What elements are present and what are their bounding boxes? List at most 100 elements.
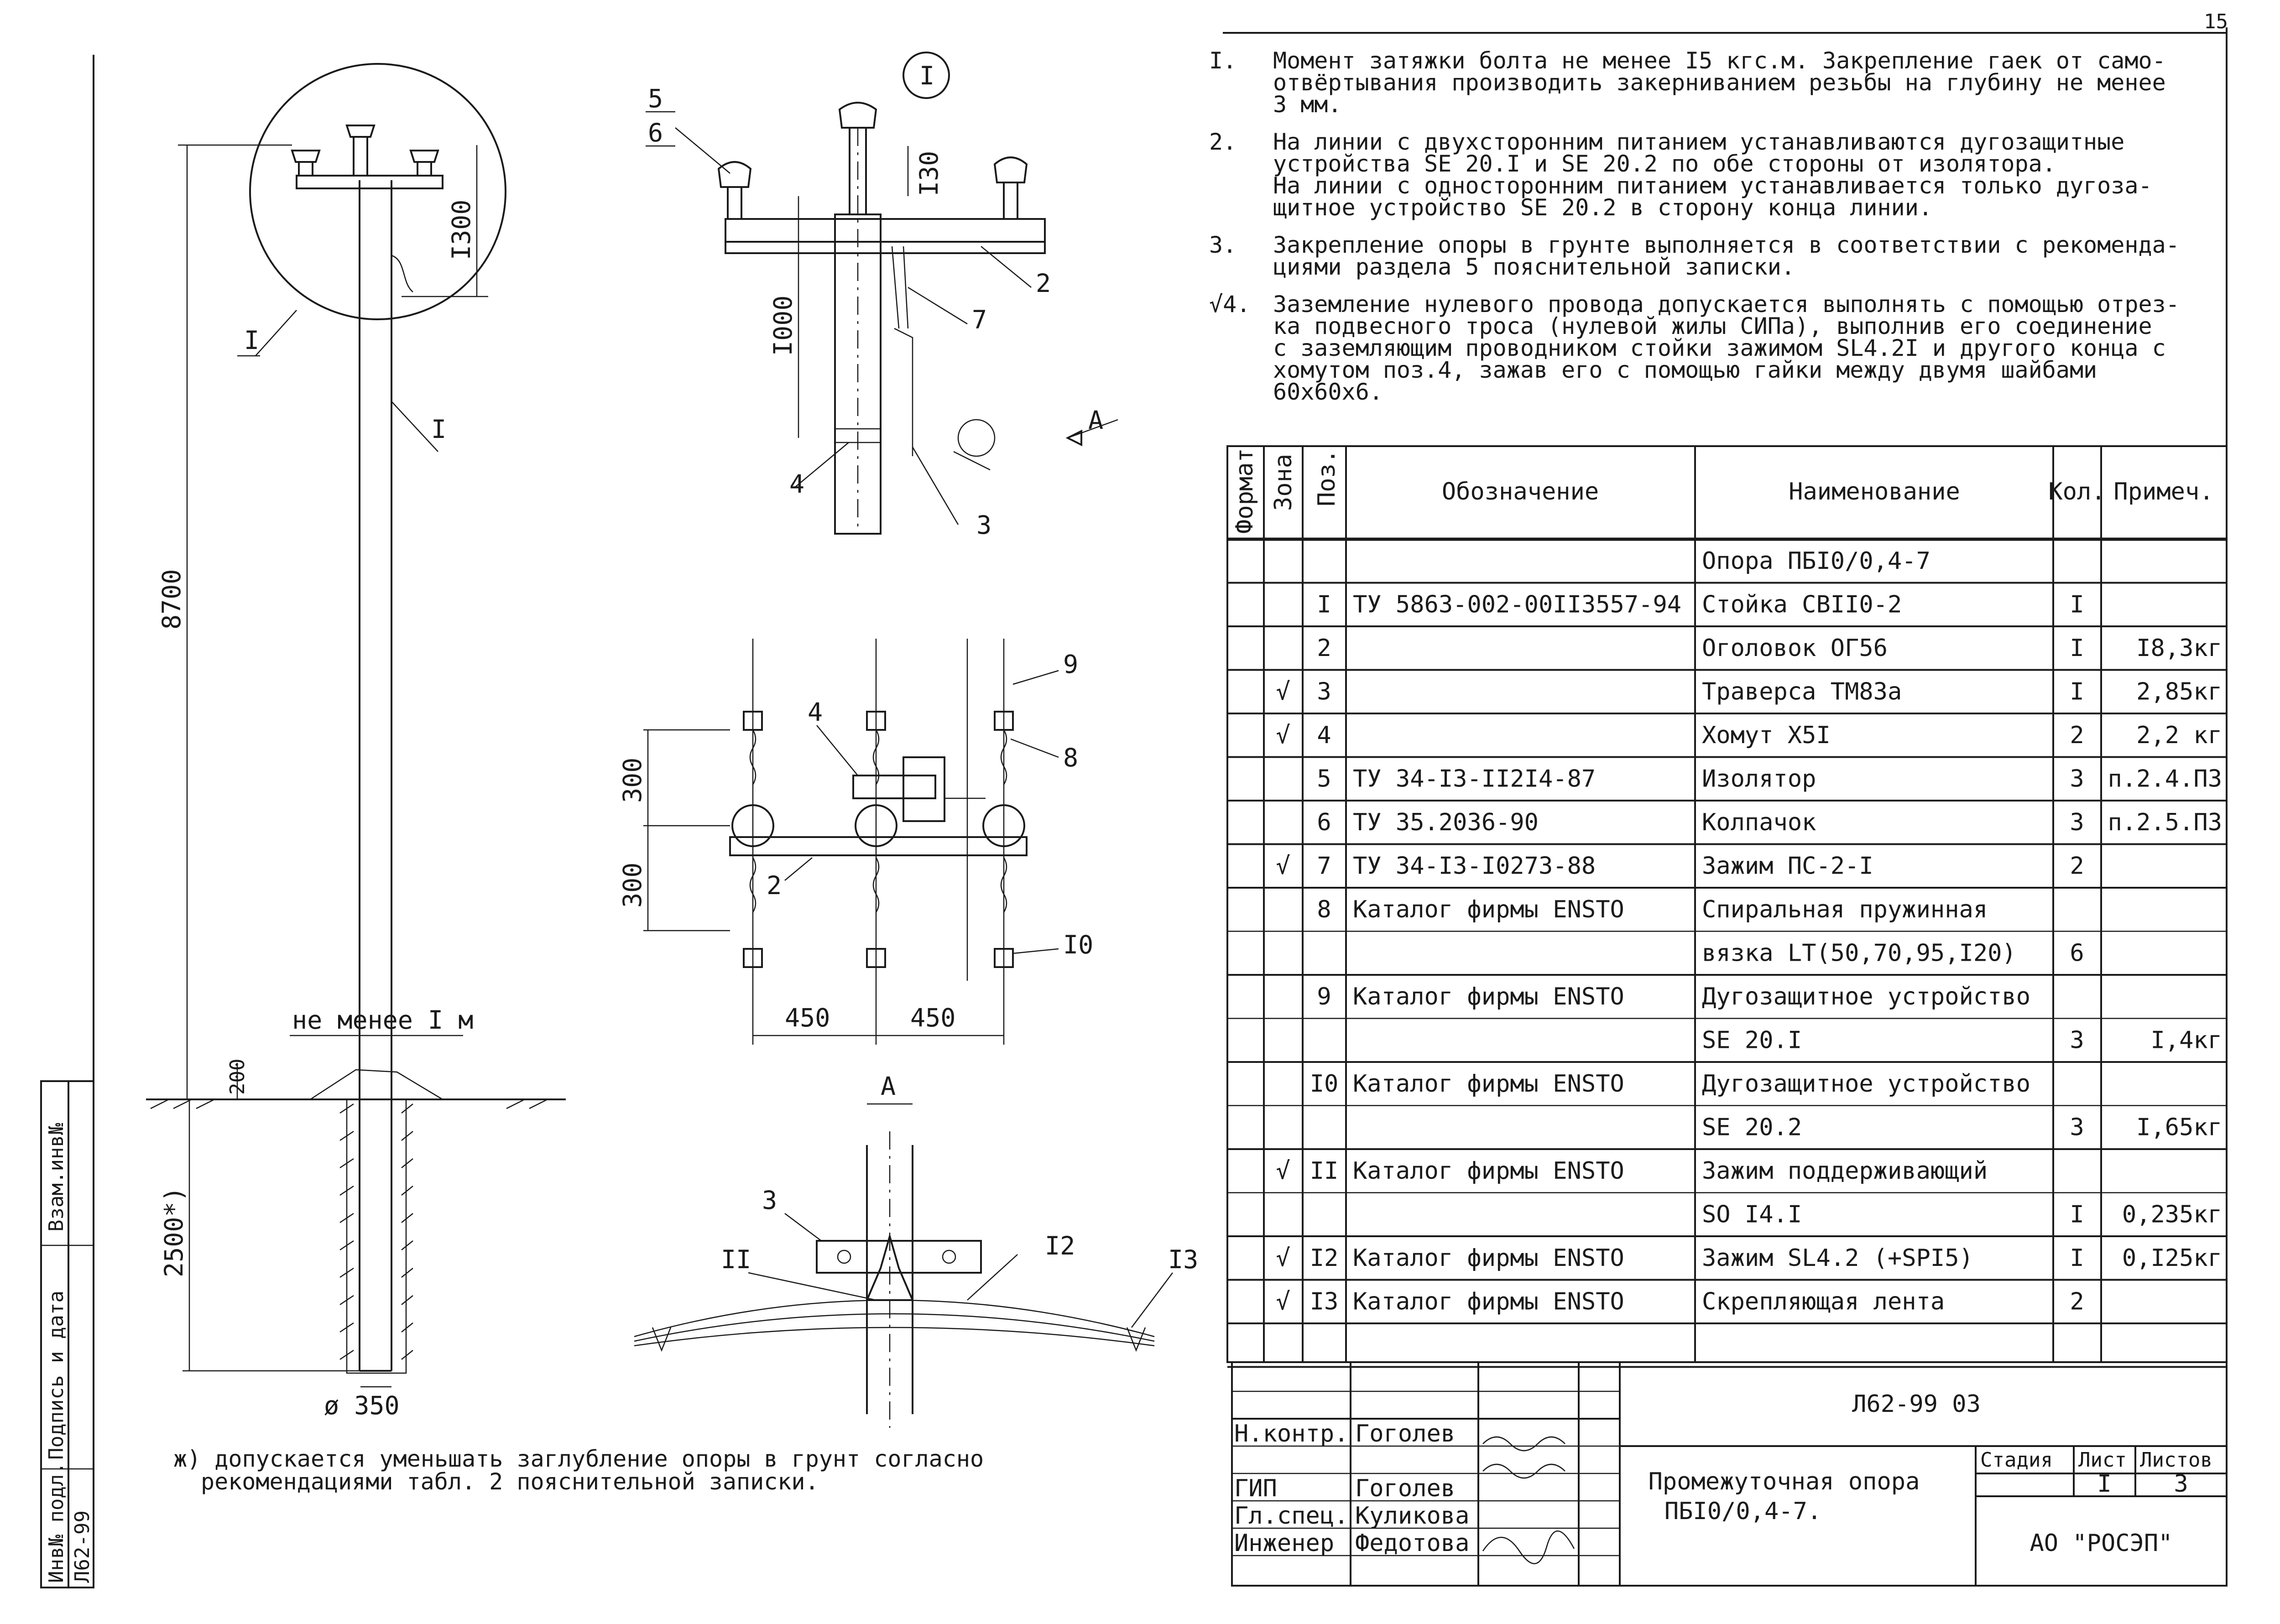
signer-role: Инженер xyxy=(1234,1530,1334,1557)
note-line: с заземляющим проводником стойки зажимом… xyxy=(1273,335,2166,361)
qty-cell: 3 xyxy=(2070,765,2084,793)
pos-9-label: 9 xyxy=(1063,650,1078,679)
note-number: 3. xyxy=(1209,232,1237,258)
dim-2500: 2500*) xyxy=(159,1187,188,1277)
signer-name: Федотова xyxy=(1355,1530,1469,1557)
note-cell: п.2.4.ПЗ xyxy=(2108,765,2222,793)
detail-crossarm xyxy=(725,218,1046,243)
dim-300-upper: 300 xyxy=(618,758,647,803)
plan-clamp xyxy=(852,756,945,822)
footnote-line-1: ж) допускается уменьшать заглубление опо… xyxy=(173,1446,984,1472)
sheet-label: Лист xyxy=(2078,1448,2127,1472)
note-line: отвёртывания производить закерниванием р… xyxy=(1273,69,2166,96)
sheets-label: Листов xyxy=(2140,1448,2212,1472)
dim-1000: I000 xyxy=(768,296,798,356)
note-cell: п.2.5.ПЗ xyxy=(2108,809,2222,836)
note-cell: 2,85кг xyxy=(2136,678,2222,706)
pos-2-label: 2 xyxy=(1036,269,1051,298)
position-cell: 6 xyxy=(1317,809,1331,836)
stage-label: Стадия xyxy=(1980,1448,2053,1472)
insulator-right xyxy=(409,150,439,177)
sheets-total: 3 xyxy=(2174,1470,2188,1498)
notes: I.Момент затяжки болта не менее I5 кгс.м… xyxy=(1209,47,2180,405)
doc-title-line-2: ПБI0/0,4-7. xyxy=(1664,1498,1821,1525)
view-a-bracket xyxy=(816,1240,982,1274)
cable-upper xyxy=(634,1299,1155,1338)
check-mark: √ xyxy=(1276,678,1290,706)
doc-code: Л62-99 03 xyxy=(1852,1390,1981,1418)
name-cell: Траверса ТМ83а xyxy=(1702,678,1902,706)
name-cell: Дугозащитное устройство xyxy=(1702,1070,2030,1098)
node-circle xyxy=(249,63,506,320)
position-cell: I3 xyxy=(1310,1288,1339,1316)
col-pos: Поз. xyxy=(1313,449,1341,506)
pos-4-label: 4 xyxy=(789,469,804,499)
table-row: Опора ПБI0/0,4-7 xyxy=(1227,547,2227,584)
pole-elevation: 8700 I300 I I не менее I м 200 2500*) ø … xyxy=(146,63,566,1420)
designation-cell: ТУ 34-I3-I0273-88 xyxy=(1353,853,1596,880)
pole-callout: I xyxy=(431,415,446,444)
pos-11-label: II xyxy=(721,1245,751,1274)
note-number: √4. xyxy=(1209,291,1250,318)
dim-min-distance: не менее I м xyxy=(292,1005,473,1035)
name-cell: Опора ПБI0/0,4-7 xyxy=(1702,547,1930,575)
dim-200: 200 xyxy=(226,1059,249,1095)
pos-3-label: 3 xyxy=(976,510,991,540)
qty-cell: I xyxy=(2070,1244,2084,1272)
plan-crossarm xyxy=(729,836,1028,856)
name-cell: Оголовок ОГ56 xyxy=(1702,635,1888,662)
name-cell: Стойка СВII0-2 xyxy=(1702,591,1902,619)
dim-8700: 8700 xyxy=(157,569,186,630)
note-number: 2. xyxy=(1209,129,1237,155)
name-cell: SE 20.I xyxy=(1702,1027,1802,1054)
pos-10-label: I0 xyxy=(1063,930,1093,959)
qty-cell: 2 xyxy=(2070,853,2084,880)
footnote-line-2: рекомендациями табл. 2 пояснительной зап… xyxy=(201,1468,819,1495)
ground-wire xyxy=(391,255,413,292)
note-line: хомутом поз.4, зажав его с помощью гайки… xyxy=(1273,357,2097,383)
note-line: На линии с двухсторонним питанием устана… xyxy=(1273,129,2124,155)
note-cell: 0,I25кг xyxy=(2122,1244,2222,1272)
position-cell: 3 xyxy=(1317,678,1331,706)
view-a: А 3 II I2 I3 xyxy=(634,1072,1198,1428)
signer-role: ГИП xyxy=(1234,1475,1277,1502)
note-cell: 0,235кг xyxy=(2122,1201,2222,1228)
note-line: циями раздела 5 пояснительной записки. xyxy=(1273,254,1795,280)
doc-title-line-1: Промежуточная опора xyxy=(1649,1468,1920,1495)
dim-130: I30 xyxy=(914,151,944,196)
tie-marks xyxy=(652,1327,1146,1352)
signer-role: Н.контр. xyxy=(1234,1420,1348,1447)
qty-cell: 2 xyxy=(2070,722,2084,749)
sheet-number: I xyxy=(2097,1470,2111,1498)
detail-circle xyxy=(903,52,950,99)
pit xyxy=(346,1098,407,1374)
table-row: вязка LT(50,70,95,I20)6 xyxy=(1227,940,2227,976)
signer-name: Куликова xyxy=(1355,1502,1469,1530)
signer-name: Гоголев xyxy=(1355,1475,1455,1502)
name-cell: SE 20.2 xyxy=(1702,1114,1802,1141)
dim-1300: I300 xyxy=(447,200,476,260)
note-cell: I,4кг xyxy=(2150,1027,2222,1054)
plan-pos-4-label: 4 xyxy=(808,697,823,727)
position-cell: I2 xyxy=(1310,1244,1339,1272)
note-line: устройства SE 20.I и SE 20.2 по обе стор… xyxy=(1273,151,2056,177)
name-cell: Скрепляющая лента xyxy=(1702,1288,1945,1316)
ground-hatch xyxy=(150,1098,548,1109)
cable-lower xyxy=(634,1327,1155,1347)
pos-13-label: I3 xyxy=(1168,1245,1198,1274)
detail-node-I: I I000 I30 5 6 2 7 4 3 А xyxy=(646,52,1118,540)
detail-insulator-left xyxy=(717,161,752,220)
detail-insulator-right xyxy=(993,156,1028,220)
note-number: I. xyxy=(1209,47,1237,74)
signature-marks xyxy=(1482,1436,1575,1564)
position-cell: 4 xyxy=(1317,722,1331,749)
